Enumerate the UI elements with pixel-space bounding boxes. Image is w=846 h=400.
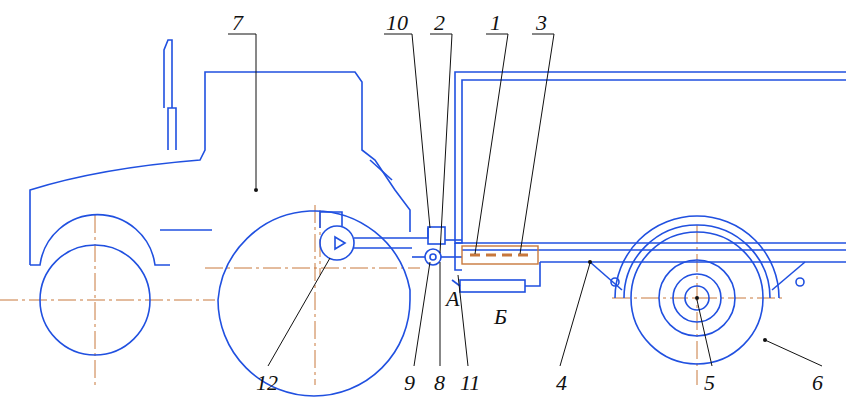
callout-number: А (446, 288, 459, 310)
callout-number: Б (494, 306, 507, 328)
callout-number: 12 (256, 372, 278, 394)
callout-number: 4 (556, 372, 567, 394)
callout-number: 8 (434, 372, 445, 394)
callout-number: 5 (704, 372, 715, 394)
callout-number: 7 (232, 12, 243, 34)
callout-number: 3 (536, 12, 547, 34)
callout-number: 10 (386, 12, 408, 34)
callout-number: 11 (460, 372, 480, 394)
callout-number: 1 (490, 12, 501, 34)
callout-number: 6 (812, 372, 823, 394)
callout-number: 2 (434, 12, 445, 34)
callout-number: 9 (404, 372, 415, 394)
